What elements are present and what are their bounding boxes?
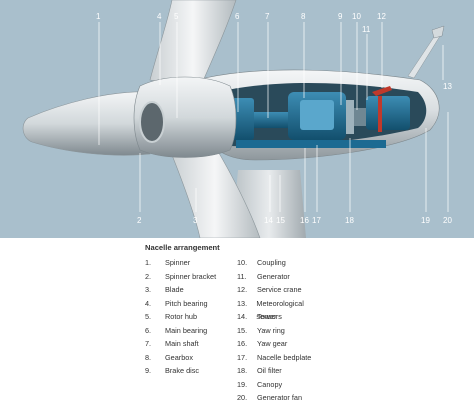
callout-16: 16 [300, 216, 309, 225]
legend-item-number: 16. [237, 339, 248, 348]
legend-item-label: Tower [257, 312, 277, 321]
legend-item: 13. Meteorological sensors [237, 297, 329, 322]
nacelle-illustration: 1 2 3 4 5 6 7 8 9 10 11 12 13 14 15 16 1… [0, 0, 474, 238]
callout-2: 2 [137, 216, 142, 225]
legend-item: 11. Generator [237, 270, 329, 284]
coupling-shape [354, 108, 366, 126]
legend-item-label: Yaw ring [257, 325, 285, 335]
legend-column-left: 1. Spinner 2. Spinner bracket 3. Blade 4. Pi… [145, 256, 237, 405]
legend-item: 2. Spinner bracket [145, 270, 237, 284]
legend-item-number: 8. [145, 352, 152, 362]
callout-3: 3 [193, 216, 198, 225]
callout-14: 14 [264, 216, 273, 225]
legend-item-label: Gearbox [165, 352, 193, 362]
legend-item-label: Nacelle bedplate [257, 352, 312, 362]
legend-item: 7. Main shaft [145, 337, 237, 351]
callout-12: 12 [377, 12, 386, 21]
callout-19: 19 [421, 216, 430, 225]
legend-item-label: Brake disc [165, 366, 200, 375]
legend-item: 8. Gearbox [145, 351, 237, 365]
legend-item-label: Generator fan [257, 393, 303, 402]
legend-item: 16. Yaw gear [237, 337, 329, 351]
legend-item-number: 9. [145, 366, 152, 375]
callout-7: 7 [265, 12, 270, 21]
service-crane-shape [372, 86, 392, 132]
legend-item-label: Service crane [257, 285, 302, 294]
legend-item-label: Canopy [257, 379, 283, 389]
legend-item-label: Spinner bracket [165, 271, 217, 281]
gearbox-detail [300, 100, 334, 130]
main-bearing-shape [232, 98, 254, 140]
legend-item-number: 12. [237, 285, 248, 294]
callout-20: 20 [443, 216, 452, 225]
blade-lower [169, 147, 261, 238]
legend-item-number: 5. [145, 312, 152, 321]
legend-item-number: 15. [237, 325, 248, 335]
legend-title: Nacelle arrangement [145, 243, 220, 252]
legend-item: 1. Spinner [145, 256, 237, 270]
callout-8: 8 [301, 12, 306, 21]
legend-item-label: Yaw gear [257, 339, 288, 348]
legend-item-label: Main bearing [165, 325, 208, 335]
callout-17: 17 [312, 216, 321, 225]
legend-item-number: 18. [237, 366, 248, 375]
legend-item-label: Coupling [257, 258, 286, 267]
legend-item: 6. Main bearing [145, 324, 237, 338]
legend-item: 18. Oil filter [237, 364, 329, 378]
callout-10: 10 [352, 12, 361, 21]
legend-item: 12. Service crane [237, 283, 329, 297]
legend-item: 19. Canopy [237, 378, 329, 392]
legend-item-number: 4. [145, 298, 152, 308]
leader-lines [98, 22, 449, 212]
legend-item: 15. Yaw ring [237, 324, 329, 338]
legend-item-label: Spinner [165, 258, 191, 267]
legend-item-label: Meteorological sensors [256, 298, 304, 322]
legend-column-right: 10. Coupling 11. Generator 12. Service cran… [237, 256, 329, 405]
callout-5: 5 [174, 12, 179, 21]
bedplate-shape [236, 140, 386, 148]
legend-item: 5. Rotor hub [145, 310, 237, 324]
pitch-bearing-opening [139, 101, 165, 143]
legend-item-label: Oil filter [257, 366, 282, 375]
met-sensor [431, 25, 445, 39]
brake-disc-shape [346, 100, 354, 134]
legend-item-label: Blade [165, 285, 184, 294]
legend-item-number: 14. [237, 312, 248, 321]
legend-item-number: 20. [237, 393, 248, 402]
legend-item-number: 10. [237, 258, 248, 267]
legend-item-number: 19. [237, 379, 248, 389]
callout-13: 13 [443, 82, 452, 91]
callout-1: 1 [96, 12, 101, 21]
legend: Nacelle arrangement 1. Spinner 2. Spinner … [145, 243, 465, 405]
legend-item-number: 6. [145, 325, 152, 335]
legend-item-number: 1. [145, 258, 152, 267]
legend-item-label: Main shaft [165, 339, 199, 348]
legend-item: 20. Generator fan [237, 391, 329, 405]
legend-item-number: 3. [145, 285, 152, 294]
legend-item: 10. Coupling [237, 256, 329, 270]
legend-item: 9. Brake disc [145, 364, 237, 378]
spinner [22, 91, 151, 156]
callout-6: 6 [235, 12, 240, 21]
callout-11: 11 [362, 25, 371, 34]
legend-item: 14. Tower [237, 310, 329, 324]
legend-item: 4. Pitch bearing [145, 297, 237, 311]
legend-item: 17. Nacelle bedplate [237, 351, 329, 365]
blade-upper [149, 0, 237, 89]
callout-15: 15 [276, 216, 285, 225]
legend-item-label: Rotor hub [165, 312, 198, 321]
callout-9: 9 [338, 12, 343, 21]
callout-4: 4 [157, 12, 162, 21]
legend-item: 3. Blade [145, 283, 237, 297]
legend-item-number: 17. [237, 352, 248, 362]
generator-shape [366, 96, 410, 130]
legend-item-number: 7. [145, 339, 152, 348]
legend-item-number: 2. [145, 271, 152, 281]
legend-item-label: Generator [257, 271, 290, 281]
callout-18: 18 [345, 216, 354, 225]
legend-item-number: 13. [237, 298, 248, 308]
legend-item-number: 11. [237, 271, 247, 281]
legend-item-label: Pitch bearing [165, 298, 208, 308]
